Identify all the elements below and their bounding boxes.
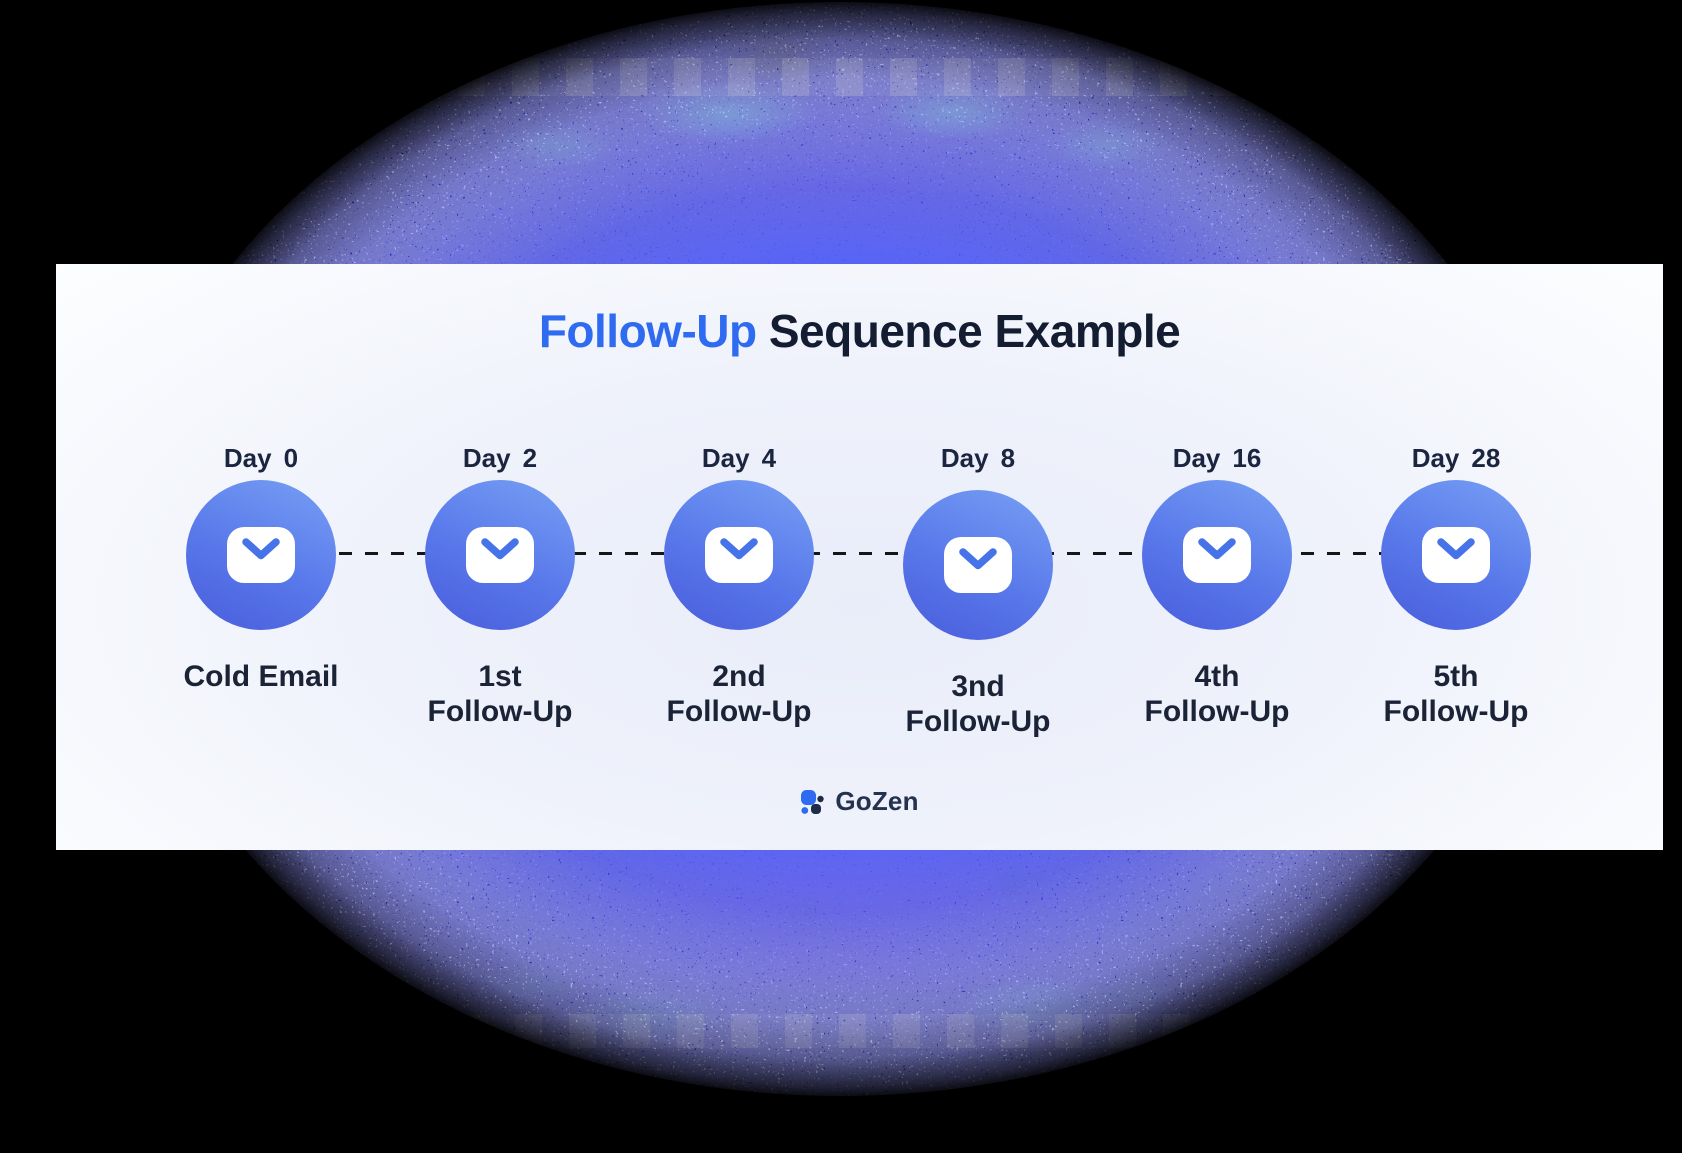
page-title: Follow-Up Sequence Example (56, 304, 1663, 358)
day-number: 2 (522, 443, 538, 473)
step-label: 5th Follow-Up (1384, 659, 1529, 729)
brand-footer: GoZen (56, 786, 1663, 817)
step-label: 3nd Follow-Up (906, 669, 1051, 739)
step-label-line1: 3nd (951, 670, 1005, 703)
envelope-icon (1183, 527, 1251, 583)
day-label: Day 16 (1173, 442, 1262, 474)
step-label: 1st Follow-Up (428, 659, 573, 729)
day-word: Day (940, 443, 989, 473)
day-word: Day (223, 443, 272, 473)
day-label: Day 2 (463, 442, 537, 474)
day-label: Day 28 (1412, 442, 1501, 474)
envelope-icon (944, 537, 1012, 593)
day-word: Day (1411, 443, 1460, 473)
envelope-icon (466, 527, 534, 583)
envelope-icon (1422, 527, 1490, 583)
email-step-circle (1142, 480, 1292, 630)
day-word: Day (1172, 443, 1221, 473)
day-number: 8 (1000, 443, 1016, 473)
step-label: 4th Follow-Up (1145, 659, 1290, 729)
timeline-dashed-connector (261, 552, 1456, 555)
timeline-step-5: Day 16 4th Follow-Up (1117, 442, 1317, 739)
email-step-circle (186, 480, 336, 630)
gozen-logo-mark-icon (801, 789, 825, 814)
page-title-highlight: Follow-Up (538, 305, 757, 357)
background-dither-band-bottom (298, 1014, 1382, 1048)
timeline: Day 0 Cold Email Day 2 (56, 442, 1663, 739)
step-label: Cold Email (183, 659, 338, 694)
day-number: 4 (761, 443, 777, 473)
email-step-circle (903, 490, 1053, 640)
day-word: Day (701, 443, 750, 473)
infographic-card: Follow-Up Sequence Example Day 0 Cold Em… (56, 264, 1663, 850)
day-label: Day 0 (224, 442, 298, 474)
brand-name: GoZen (835, 786, 919, 816)
day-word: Day (462, 443, 511, 473)
email-step-circle (664, 480, 814, 630)
page-title-rest: Sequence Example (768, 305, 1181, 357)
step-label-line1: 4th (1194, 660, 1240, 693)
envelope-icon (227, 527, 295, 583)
step-label-line1: 5th (1433, 660, 1479, 693)
step-label-line2: Follow-Up (1383, 695, 1529, 728)
timeline-step-6: Day 28 5th Follow-Up (1356, 442, 1556, 739)
day-label: Day 8 (941, 442, 1015, 474)
timeline-step-2: Day 2 1st Follow-Up (400, 442, 600, 739)
day-label: Day 4 (702, 442, 776, 474)
day-number: 16 (1232, 443, 1262, 473)
step-label-line2: Follow-Up (427, 695, 573, 728)
day-number: 0 (283, 443, 299, 473)
step-label-line1: Cold Email (183, 660, 339, 693)
envelope-icon (705, 527, 773, 583)
step-label: 2nd Follow-Up (667, 659, 812, 729)
step-label-line1: 2nd (712, 660, 766, 693)
timeline-step-4: Day 8 3nd Follow-Up (878, 442, 1078, 739)
step-label-line1: 1st (478, 660, 522, 693)
background-dither-band-top (241, 58, 1439, 96)
day-number: 28 (1471, 443, 1501, 473)
step-label-line2: Follow-Up (666, 695, 812, 728)
timeline-step-1: Day 0 Cold Email (161, 442, 361, 739)
email-step-circle (425, 480, 575, 630)
email-step-circle (1381, 480, 1531, 630)
step-label-line2: Follow-Up (1144, 695, 1290, 728)
step-label-line2: Follow-Up (905, 705, 1051, 738)
timeline-step-3: Day 4 2nd Follow-Up (639, 442, 839, 739)
